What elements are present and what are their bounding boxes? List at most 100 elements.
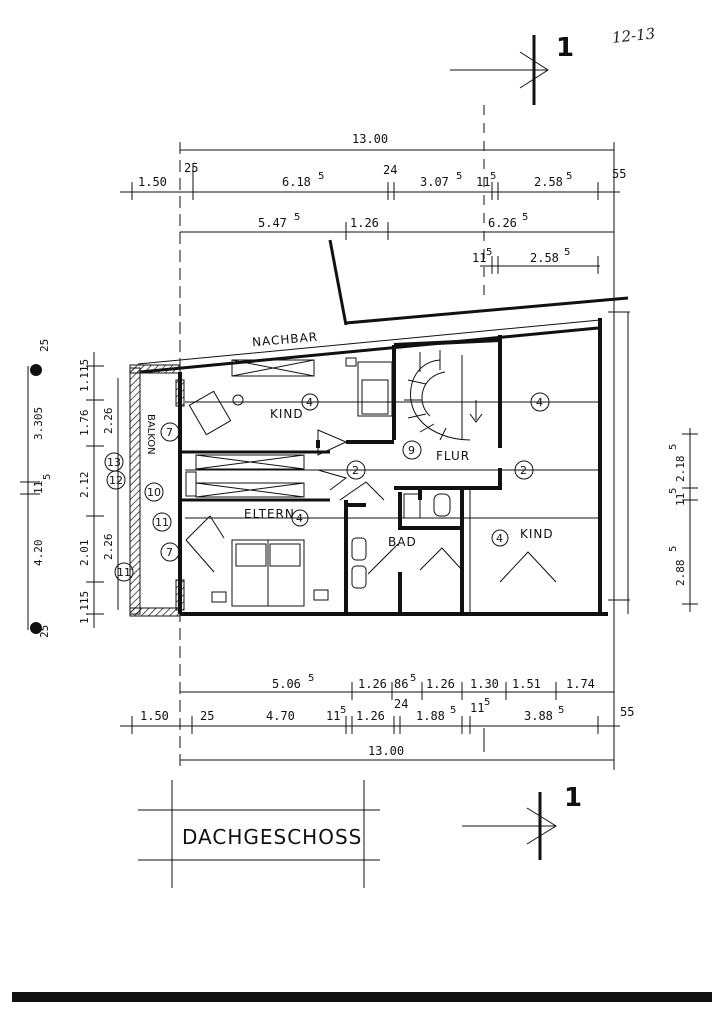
tag-4-kind-left: 4 — [306, 396, 313, 409]
dim-top-r1-a: 1.50 — [138, 175, 167, 189]
dim-bottom-r2-i: 3.88 — [524, 709, 553, 723]
dim-bottom-r1-g: 1.74 — [566, 677, 595, 691]
dim-right-b: 11 — [674, 493, 687, 506]
dim-top-r1-b: 25 — [184, 161, 198, 175]
dim-top-overall: 13.00 — [352, 132, 388, 146]
page-bottom-border — [12, 992, 712, 1002]
circled-tags: 4 4 4 4 2 2 9 7 7 13 12 10 11 11 — [104, 392, 550, 582]
dim-bottom-r2-a: 1.50 — [140, 709, 169, 723]
dim-bottom-r1-a: 5.06 — [272, 677, 301, 691]
dim-left-m4: 2.01 — [78, 540, 91, 567]
tag-7-upper: 7 — [166, 426, 173, 439]
dim-bottom-r2-j: 55 — [620, 705, 634, 719]
room-label-eltern: ELTERN — [244, 507, 295, 521]
dim-left-o3-sup: 5 — [42, 474, 53, 480]
tag-4-right-upper: 4 — [536, 396, 543, 409]
bottom-dimensions: 5.06 5 1.26 86 5 1.26 1.30 1.51 1.74 1.5… — [120, 673, 634, 761]
tag-2-hall: 2 — [352, 464, 359, 477]
dim-right-c-sup: 5 — [668, 546, 679, 552]
dim-bottom-r1-d: 1.26 — [426, 677, 455, 691]
tag-4-kind-right: 4 — [496, 532, 503, 545]
dim-right-c: 2.88 — [674, 560, 687, 587]
dim-right-a: 2.18 — [674, 456, 687, 483]
dim-left-m2: 1.76 — [78, 410, 91, 437]
section-marker-top-label: 1 — [556, 33, 574, 63]
dim-bottom-r2-g: 1.88 — [416, 709, 445, 723]
building-walls — [129, 311, 630, 617]
dim-right-a-sup: 5 — [668, 444, 679, 450]
dim-left-m1: 1.115 — [78, 359, 91, 392]
dim-left-o3: 11 — [32, 481, 45, 494]
room-label-kind-right: KIND — [520, 527, 554, 541]
dim-top-r1-c-sup: 5 — [318, 171, 324, 182]
dim-bottom-r2-h-sup: 5 — [484, 697, 490, 708]
dim-bottom-r2-h: 11 — [470, 701, 484, 715]
dim-top-r2-c-sup: 5 — [522, 212, 528, 223]
dim-left-i2: 2.26 — [102, 534, 115, 561]
page-number-label: 12-13 — [611, 24, 656, 46]
section-marker-bottom-label: 1 — [564, 783, 582, 813]
tag-11-upper: 11 — [155, 516, 169, 529]
section-marker-top: 1 — [450, 33, 574, 105]
dim-left-i1: 2.26 — [102, 408, 115, 435]
dim-left-o2: 3.305 — [32, 407, 45, 440]
dim-left-o5: 25 — [38, 625, 51, 638]
staircase — [404, 350, 483, 441]
tag-7-lower: 7 — [166, 546, 173, 559]
dim-top-r1-g: 2.58 — [534, 175, 563, 189]
dim-top-r3-b: 2.58 — [530, 251, 559, 265]
dim-bottom-r1-b: 1.26 — [358, 677, 387, 691]
dim-top-r1-h: 55 — [612, 167, 626, 181]
dim-bottom-r2-d-sup: 5 — [340, 705, 346, 716]
left-dimensions: 25 3.305 11 5 4.20 25 1.115 1.76 2.12 2.… — [20, 339, 119, 638]
tag-4-eltern: 4 — [296, 512, 303, 525]
dim-right-b-sup: 5 — [668, 488, 679, 494]
dim-top-r2-c: 6.26 — [488, 216, 517, 230]
tag-13: 13 — [107, 456, 121, 469]
dim-top-r1-f-sup: 5 — [490, 171, 496, 182]
dim-top-r1-e: 3.07 — [420, 175, 449, 189]
dim-bottom-r2-c: 4.70 — [266, 709, 295, 723]
dim-left-o1: 25 — [38, 339, 51, 352]
dim-bottom-r1-c: 86 — [394, 677, 408, 691]
dim-top-r1-c: 6.18 — [282, 175, 311, 189]
tag-2-flur: 2 — [520, 464, 527, 477]
dim-left-m5: 1.115 — [78, 591, 91, 624]
dim-bottom-r2-f: 24 — [394, 697, 408, 711]
dim-bottom-r2-b: 25 — [200, 709, 214, 723]
dim-bottom-r2-i-sup: 5 — [558, 705, 564, 716]
dim-top-r2-a-sup: 5 — [294, 212, 300, 223]
dim-left-o4: 4.20 — [32, 540, 45, 567]
dim-top-r2-a: 5.47 — [258, 216, 287, 230]
dim-bottom-r1-e: 1.30 — [470, 677, 499, 691]
door-swings — [185, 429, 557, 583]
drawing-title: DACHGESCHOSS — [182, 825, 362, 849]
dim-top-r1-d: 24 — [383, 163, 397, 177]
dim-top-r3-a-sup: 5 — [486, 247, 492, 258]
tag-9: 9 — [408, 444, 415, 457]
furniture — [185, 357, 451, 607]
room-label-bad: BAD — [388, 535, 417, 549]
dim-bottom-overall: 13.00 — [368, 744, 404, 758]
dim-top-r1-g-sup: 5 — [566, 171, 572, 182]
tag-11-lower: 11 — [117, 566, 131, 579]
dim-bottom-r1-a-sup: 5 — [308, 673, 314, 684]
dim-top-r1-f: 11 — [476, 175, 490, 189]
dim-top-r3-b-sup: 5 — [564, 247, 570, 258]
dim-bottom-r1-f: 1.51 — [512, 677, 541, 691]
title-block: DACHGESCHOSS — [138, 780, 380, 888]
neighbor-boundary: NACHBAR — [137, 239, 629, 374]
dim-bottom-r2-g-sup: 5 — [450, 705, 456, 716]
dim-top-r3-a: 11 — [472, 251, 486, 265]
dim-bottom-r2-d: 11 — [326, 709, 340, 723]
dim-bottom-r1-c-sup: 5 — [410, 673, 416, 684]
tag-10: 10 — [147, 486, 161, 499]
room-label-balkon: BALKON — [145, 414, 156, 455]
top-dimensions: 13.00 1.50 25 6.18 5 24 3.07 5 11 5 2.58… — [120, 105, 626, 770]
dim-top-r1-e-sup: 5 — [456, 171, 462, 182]
dim-bottom-r2-e: 1.26 — [356, 709, 385, 723]
room-label-flur: FLUR — [436, 449, 470, 463]
neighbor-label: NACHBAR — [251, 330, 318, 350]
room-label-kind-left: KIND — [270, 407, 304, 421]
